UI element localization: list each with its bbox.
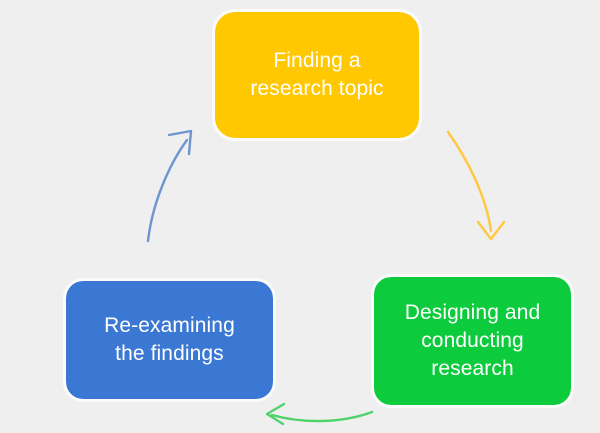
node-reexamining-findings[interactable]: Re-examining the findings bbox=[63, 278, 276, 402]
node-reexamining-findings-label: Re-examining the findings bbox=[104, 314, 235, 365]
arrow-topic-to-research bbox=[446, 130, 506, 241]
node-designing-research[interactable]: Designing and conducting research bbox=[371, 274, 574, 408]
node-finding-topic-label: Finding a research topic bbox=[250, 49, 384, 100]
arrow-findings-to-topic bbox=[146, 129, 193, 243]
arrow-research-to-findings bbox=[265, 402, 374, 426]
node-designing-research-label: Designing and conducting research bbox=[404, 301, 541, 380]
node-finding-topic[interactable]: Finding a research topic bbox=[212, 9, 422, 141]
